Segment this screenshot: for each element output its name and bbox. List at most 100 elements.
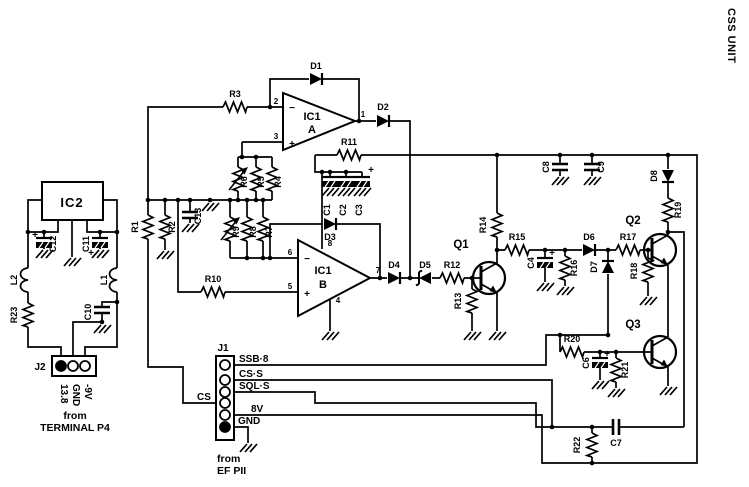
capacitor-C1 [320,175,340,189]
wire [269,78,360,121]
label-d1: D1 [310,61,322,71]
label-d6: D6 [583,232,595,242]
label-d3: D3 [324,232,336,242]
ground-icon [607,388,626,398]
j2-pin-9v [79,360,91,372]
label-l1: L1 [99,275,109,286]
j1-pin-ssb8 [219,359,231,371]
wire [233,426,249,443]
wires-j1-routing [233,334,684,443]
label-r19: R19 [673,202,683,219]
label-r3: R3 [229,89,241,99]
plus-sign-c3: + [368,165,374,176]
opamp-b-pin6: 6 [288,248,293,257]
label-ic2: IC2 [60,195,83,210]
wire [229,200,298,259]
label-r18: R18 [629,263,639,280]
j1-label-ssb8: SSB·8 [239,354,269,365]
ground-icon [488,331,507,341]
opamp-a-minus: − [289,103,295,114]
j1-label-css: CS·S [239,369,263,380]
ic2-box [41,181,104,221]
opamp-b-minus: − [304,254,310,265]
label-r10: R10 [205,274,222,284]
ground-icon [536,282,555,292]
label-r2: R2 [167,221,177,233]
label-j2: J2 [34,362,46,373]
label-q3: Q3 [625,319,640,331]
ground-icon [156,250,175,260]
wire [314,155,363,177]
j1-pin-gnd [219,421,231,433]
wires-q1-q2-section [496,155,685,427]
label-c2: C2 [338,204,348,216]
resistor-R17 [615,244,641,256]
opamp-a-section: A [308,124,316,136]
plus-sign-c6: + [604,349,610,360]
label-r23: R23 [9,307,19,324]
label-r14: R14 [478,217,488,234]
connector-J2-pins [55,360,91,372]
resistor-R13 [466,288,478,314]
ground-icon [337,187,356,197]
label-l2: L2 [9,275,19,286]
inductor-L1 [108,267,118,293]
label-r6: R6 [239,176,249,188]
plus-sign-c11: + [88,248,94,259]
label-c7: C7 [610,438,622,448]
ground-icon [201,202,220,212]
ground-icon [551,176,570,186]
j1-note-from: from [217,453,240,465]
label-r17: R17 [620,232,637,242]
opamp-b-name: IC1 [314,265,331,277]
diode-D3 [322,216,338,232]
label-c1: C1 [322,204,332,216]
wire [72,301,117,356]
capacitor-C10 [92,305,112,315]
label-d8: D8 [649,170,659,182]
label-r5: R5 [256,176,266,188]
label-d5: D5 [419,260,431,270]
opamp-b-pin4: 4 [336,296,341,305]
ground-icon [659,386,678,396]
opamp-a-pin3: 3 [274,132,279,141]
wire [86,199,118,249]
ground-icon [93,324,112,334]
label-r1: R1 [130,221,140,233]
resistor-R14 [491,212,503,238]
label-d4: D4 [388,260,400,270]
capacitor-C2 [336,175,356,189]
label-r4: R4 [273,176,283,188]
ground-icon [353,187,372,197]
resistor-R10 [200,286,226,298]
opamp-a-pin2: 2 [274,97,279,106]
ground-icon [63,257,82,267]
diode-D8 [660,168,676,184]
diode-D1 [308,71,324,87]
label-j1: J1 [217,343,229,354]
capacitor-C7 [611,417,621,437]
j1-pin-sqls [219,386,231,398]
j1-label-8v: 8V [251,404,264,415]
j2-note-from: from [63,410,86,422]
diode-D4 [386,270,402,286]
ground-icon [91,249,110,259]
label-r22: R22 [572,437,582,454]
diode-D6 [581,242,597,258]
resistor-R15 [504,244,530,256]
diode-D2 [375,113,391,129]
opamp-b-pin8: 8 [328,239,333,248]
connector-J1-pins [219,359,231,433]
label-c6: C6 [581,357,591,369]
opamp-IC1B-triangle [297,238,373,318]
ground-icon [321,187,340,197]
resistor-R20 [559,346,585,358]
label-r12: R12 [444,260,461,270]
opamp-a-pin1: 1 [361,110,366,119]
j2-label-138: 13.8 [58,384,69,404]
wire [84,232,118,356]
wire [147,106,283,404]
opamp-b-section: B [319,279,327,291]
